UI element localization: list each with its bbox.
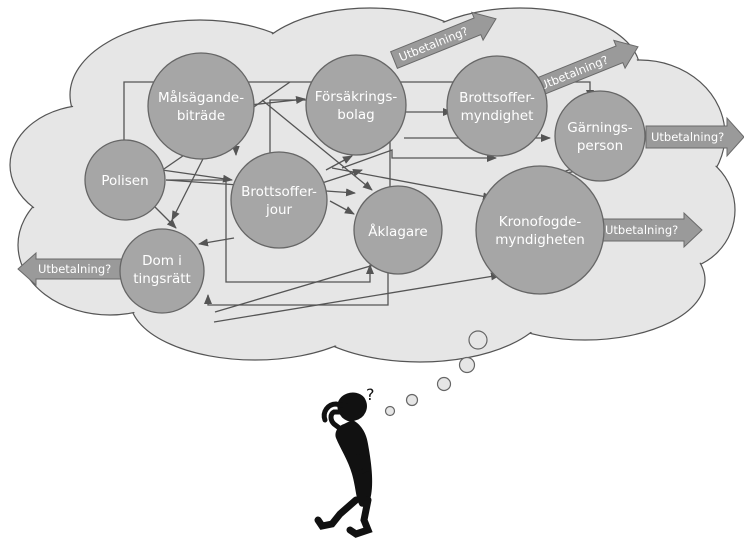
node-brottsoffermynd: Brottsoffer- myndighet — [446, 55, 548, 157]
node-label: Försäkrings- — [315, 89, 398, 105]
node-polisen: Polisen — [84, 139, 166, 221]
node-garnings: Gärnings- person — [554, 90, 646, 182]
node-label: bolag — [337, 107, 374, 123]
node-malsagande: Målsägande- biträde — [147, 52, 255, 160]
node-label: Gärnings- — [567, 120, 633, 136]
node-label: Åklagare — [368, 223, 427, 240]
node-label: Målsägande- — [158, 89, 244, 106]
node-kronofogde: Kronofogde- myndigheten — [475, 165, 605, 295]
thought-bubbles — [384, 330, 488, 417]
node-label: myndighet — [461, 108, 534, 124]
node-label: Brottsoffer- — [241, 184, 317, 200]
payout-label: Utbetalning? — [38, 262, 111, 276]
node-label: jour — [265, 202, 293, 218]
confused-person-figure: ? — [314, 385, 375, 538]
nodes: Polisen Målsägande- biträde Försäkrings-… — [84, 52, 646, 314]
node-label: tingsrätt — [133, 271, 191, 287]
node-label: myndigheten — [495, 232, 585, 248]
payout-arrow-kronofogde: Utbetalning? — [597, 211, 703, 249]
node-dom: Dom i tingsrätt — [119, 228, 205, 314]
node-label: person — [577, 138, 623, 154]
node-label: Brottsoffer- — [459, 90, 535, 106]
node-label: Kronofogde- — [499, 214, 582, 230]
node-brottsofferjour: Brottsoffer- jour — [230, 151, 328, 249]
payout-arrow-dom: Utbetalning? — [17, 251, 125, 287]
node-label: biträde — [177, 108, 225, 124]
node-forsakring: Försäkrings- bolag — [305, 54, 407, 156]
question-mark: ? — [366, 385, 375, 404]
node-label: Polisen — [101, 173, 148, 189]
payout-label: Utbetalning? — [605, 223, 678, 237]
payout-label: Utbetalning? — [651, 130, 724, 144]
payout-arrow-garnings: Utbetalning? — [645, 116, 744, 158]
node-aklagare: Åklagare — [353, 185, 443, 275]
node-label: Dom i — [142, 253, 182, 269]
